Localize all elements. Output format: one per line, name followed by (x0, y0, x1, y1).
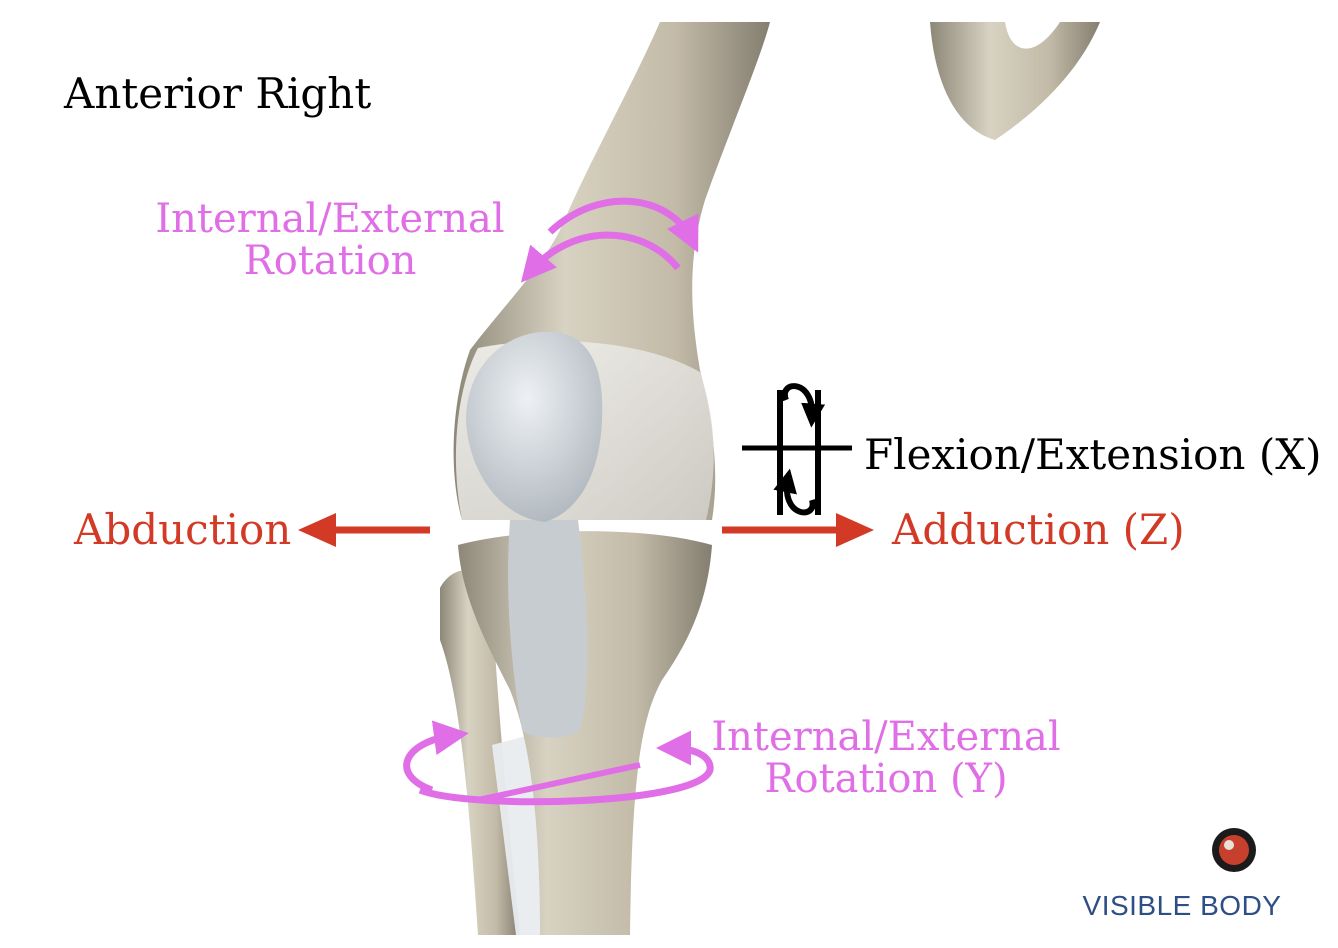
fibula-bone (440, 569, 520, 935)
visible-body-logo-text: VISIBLE BODY (1082, 890, 1282, 921)
femur-rotation-label-line2: Rotation (243, 238, 417, 284)
flexion-axis-icon (742, 383, 852, 516)
abduction-label: Abduction (74, 505, 292, 554)
adduction-label: Adduction (Z) (892, 505, 1185, 554)
abduction-arrowhead-icon (298, 513, 336, 547)
tibia-rotation-arrow-icon (418, 730, 714, 806)
tibia-rotation-arrow-icon (403, 720, 469, 794)
adduction-arrowhead-icon (836, 513, 874, 547)
visible-body-logo-icon (1212, 828, 1256, 872)
femur-rotation-arrow-icon (520, 231, 681, 283)
femur-rotation-label-line1: Internal/External (155, 196, 505, 242)
femur-rotation-label: Internal/External Rotation (150, 198, 510, 282)
tibia-rotation-label-line2: Rotation (Y) (764, 756, 1008, 802)
pelvis-bone (930, 22, 1100, 140)
patellar-ligament (508, 520, 588, 738)
tibia-rotation-label: Internal/External Rotation (Y) (706, 716, 1066, 800)
tibia-rotation-band (477, 762, 641, 803)
view-title: Anterior Right (64, 69, 372, 118)
flexion-extension-label: Flexion/Extension (X) (864, 430, 1322, 479)
femur-rotation-arrow-icon (547, 197, 699, 253)
patella (466, 331, 603, 522)
visible-body-logo: VISIBLE BODY (1072, 826, 1292, 926)
tibia-rotation-label-line1: Internal/External (711, 714, 1061, 760)
